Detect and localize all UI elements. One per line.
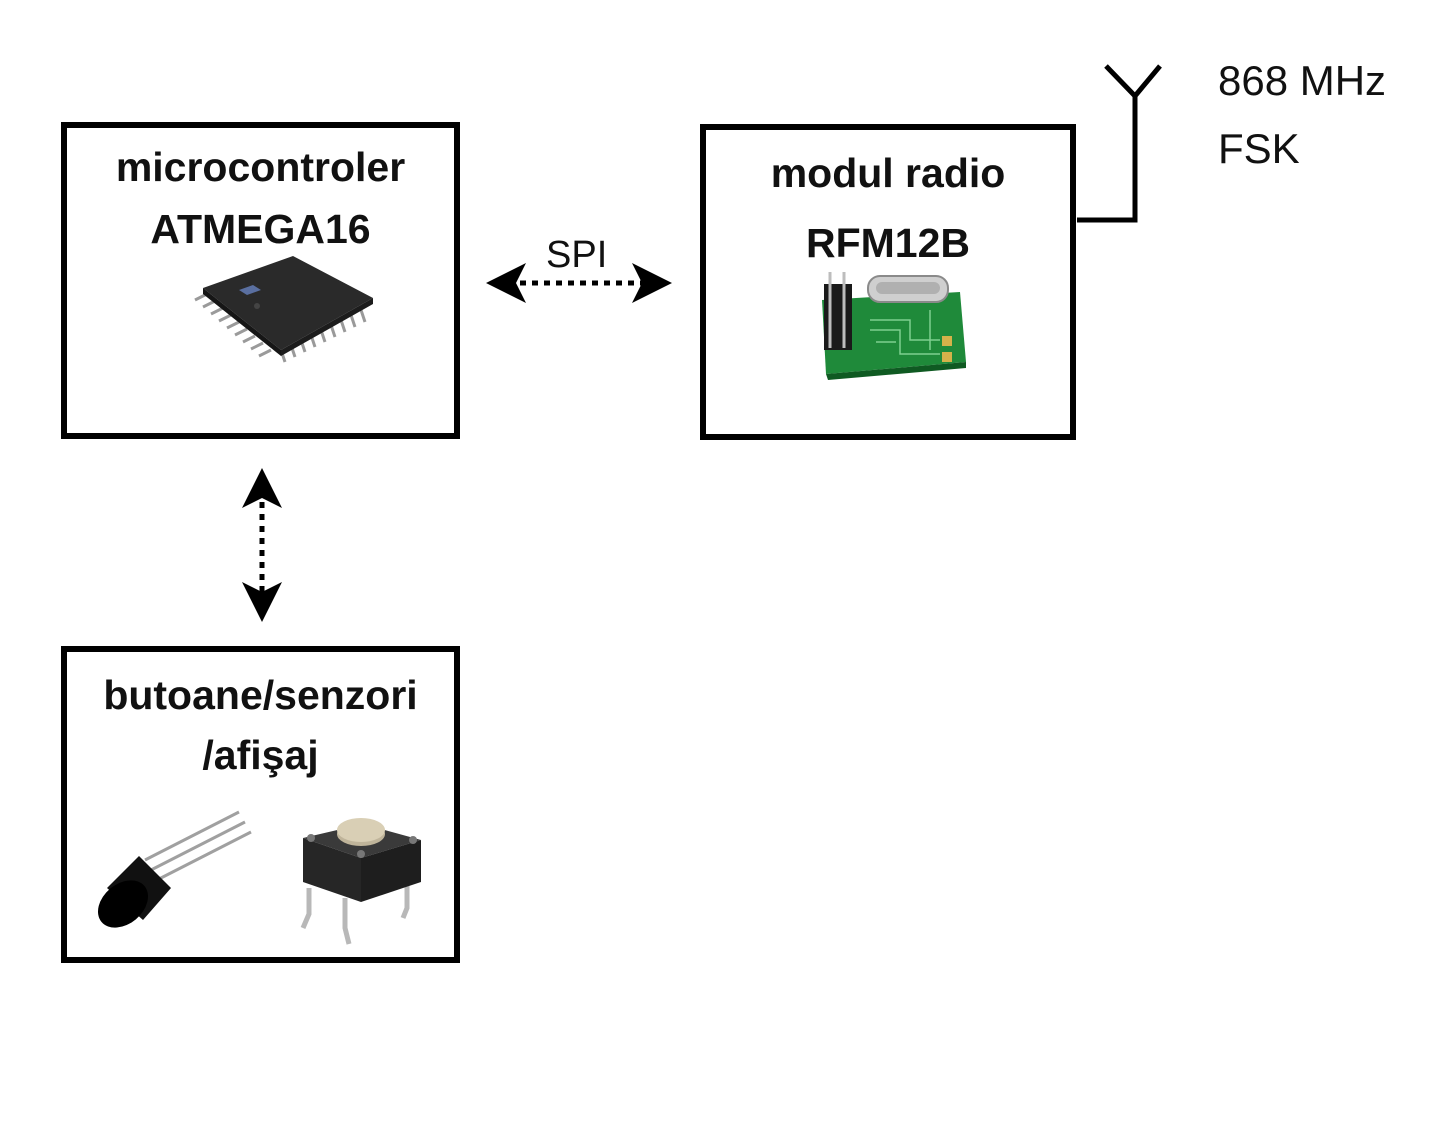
temperature-sensor-icon: [97, 810, 252, 928]
rf-module-icon: [822, 272, 966, 380]
io-block: butoane/senzori /afişaj: [61, 646, 460, 963]
io-subtitle: /afişaj: [202, 732, 319, 778]
antenna-icon: [1077, 64, 1162, 223]
chip-icon: [194, 256, 373, 363]
radio-module-model: RFM12B: [805, 220, 971, 266]
radio-module-title: modul radio: [770, 150, 1006, 196]
radio-module-block: modul radio RFM12B: [700, 124, 1076, 440]
microcontroller-model: ATMEGA16: [150, 206, 371, 252]
microcontroller-block: microcontroler ATMEGA16: [61, 122, 460, 439]
antenna-frequency: 868 MHz: [1218, 57, 1387, 104]
spi-label: SPI: [546, 234, 608, 276]
microcontroller-title: microcontroler: [115, 144, 406, 190]
io-title: butoane/senzori: [103, 672, 418, 718]
antenna-modulation: FSK: [1218, 125, 1300, 172]
tactile-button-icon: [300, 818, 421, 945]
